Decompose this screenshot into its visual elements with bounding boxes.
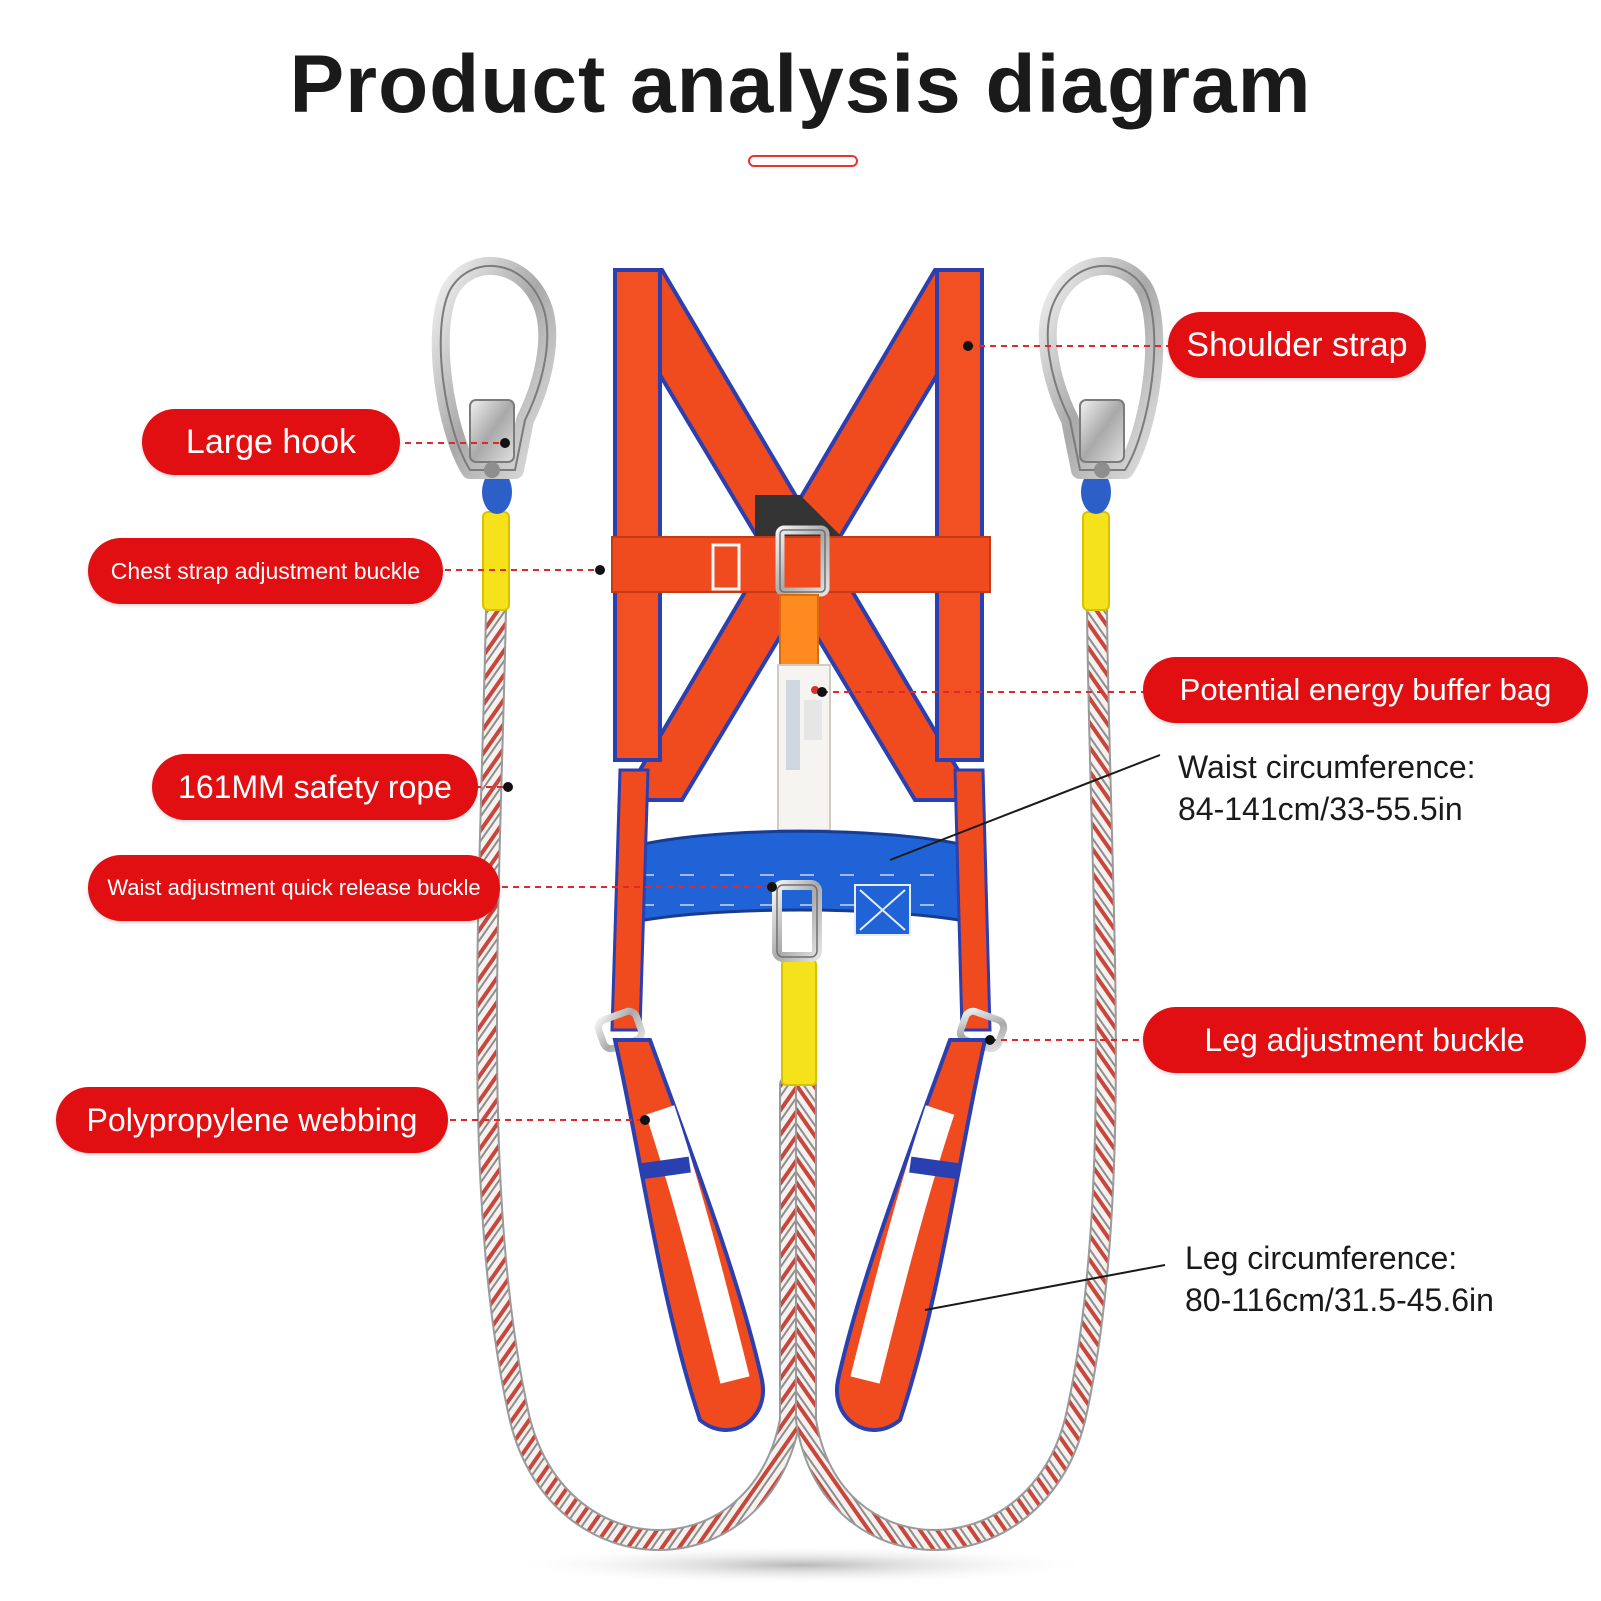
waist-circumference-spec: Waist circumference: 84-141cm/33-55.5in [1178, 746, 1476, 830]
label-webbing: Polypropylene webbing [56, 1087, 448, 1153]
title-underline [748, 155, 858, 167]
chest-strap [611, 536, 991, 593]
chest-strap-loop [711, 543, 741, 591]
leg-circumference-label: Leg circumference: [1185, 1240, 1458, 1276]
right-side-strap [953, 768, 992, 1032]
leader-waist-circ [889, 754, 1161, 861]
waist-circumference-value: 84-141cm/33-55.5in [1178, 791, 1463, 827]
right-safety-rope-weave [797, 601, 1115, 1549]
left-rope-sleeve [482, 511, 510, 611]
center-rope-sleeve [781, 959, 817, 1086]
leg-circumference-spec: Leg circumference: 80-116cm/31.5-45.6in [1185, 1237, 1494, 1321]
leg-circumference-value: 80-116cm/31.5-45.6in [1185, 1282, 1494, 1318]
left-large-hook-icon [431, 257, 557, 479]
page-title: Product analysis diagram [289, 39, 1312, 130]
right-rope-eye [1081, 470, 1111, 514]
label-large-hook: Large hook [142, 409, 400, 475]
right-large-hook-icon [1038, 257, 1164, 479]
label-buffer-bag: Potential energy buffer bag [1143, 657, 1588, 723]
center-lanyard-strap [779, 594, 819, 666]
label-shoulder-strap: Shoulder strap [1168, 312, 1426, 378]
label-safety-rope: 161MM safety rope [152, 754, 478, 820]
leader-leg-circ [924, 1264, 1166, 1311]
label-leg-buckle: Leg adjustment buckle [1143, 1007, 1586, 1073]
label-waist-buckle: Waist adjustment quick release buckle [88, 855, 500, 921]
left-rope-eye [482, 470, 512, 514]
left-side-strap [610, 768, 650, 1032]
label-chest-strap-buckle: Chest strap adjustment buckle [88, 538, 443, 604]
floor-shadow [500, 1545, 1100, 1585]
waist-circumference-label: Waist circumference: [1178, 749, 1476, 785]
right-rope-sleeve [1082, 511, 1110, 611]
